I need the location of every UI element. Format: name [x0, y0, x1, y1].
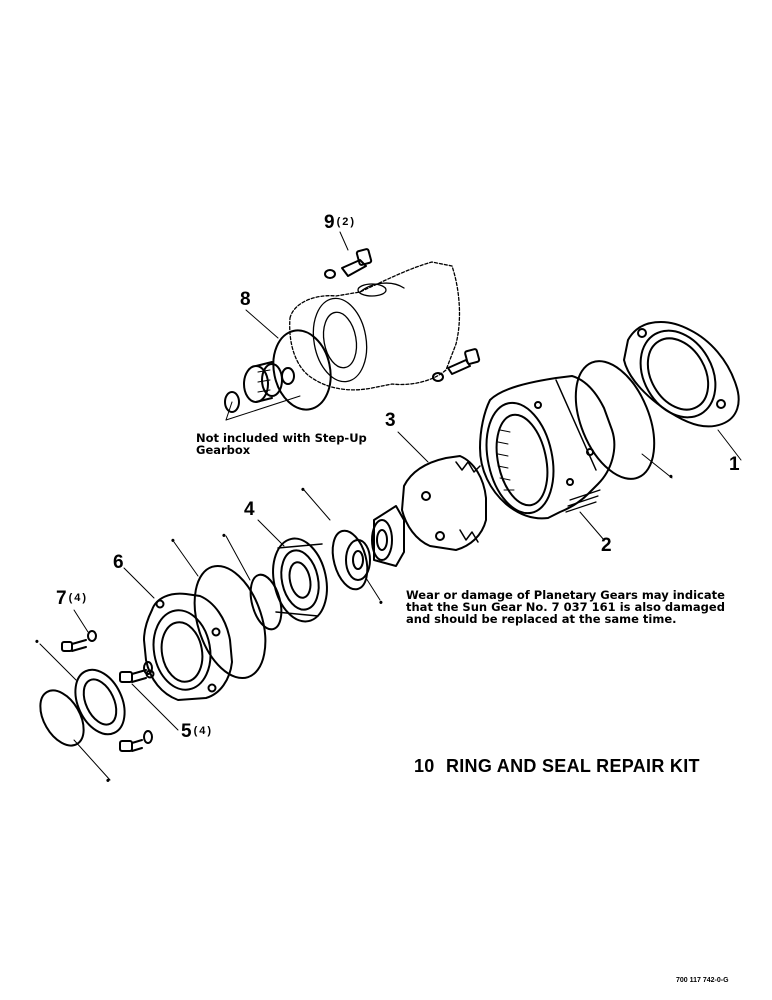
callout-3-number: 3	[385, 410, 396, 431]
part-7-bolt	[61, 630, 97, 652]
repair-kit-title: 10 RING AND SEAL REPAIR KIT	[414, 756, 700, 777]
oil-seal	[74, 668, 126, 736]
callout-8-number: 8	[240, 289, 251, 310]
snap-ring-small	[331, 529, 369, 591]
part-9-bolt	[324, 248, 373, 279]
gasket-ring-lower	[193, 564, 267, 680]
callout-7-number: 7	[56, 588, 67, 609]
callout-6: 6	[113, 552, 124, 574]
part-6-bearing-housing	[143, 592, 233, 701]
callout-8: 8	[240, 289, 251, 311]
step-up-washer	[281, 367, 295, 385]
kit-marker: •	[106, 775, 110, 787]
callout-9-quantity: (2)	[336, 216, 357, 228]
callout-4-number: 4	[244, 499, 255, 520]
callout-5: 5(4)	[181, 721, 213, 743]
part-3-planet-carrier	[371, 455, 487, 567]
kit-marker: •	[379, 597, 383, 609]
callout-2: 2	[601, 535, 612, 557]
part-2-ring-gear-housing	[479, 375, 616, 520]
planetary-gear-note: Wear or damage of Planetary Gears may in…	[406, 588, 725, 626]
callout-7: 7(4)	[56, 588, 88, 610]
repair-kit-label: RING AND SEAL REPAIR KIT	[445, 756, 700, 776]
part-5-bolt-a	[119, 661, 153, 683]
callout-1-number: 1	[729, 454, 740, 475]
part-8-gasket	[272, 329, 332, 411]
part-4-bearing	[272, 537, 328, 623]
snap-ring-medium	[249, 573, 283, 631]
callout-9-number: 9	[324, 212, 335, 233]
leader-lines	[39, 231, 742, 781]
callout-6-number: 6	[113, 552, 124, 573]
callout-1: 1	[729, 454, 740, 476]
callout-3: 3	[385, 410, 396, 432]
figure-code: 700 117 742-0-G	[676, 977, 729, 984]
kit-marker: •	[222, 530, 226, 542]
gearbox-bolt-lower	[432, 348, 481, 382]
part-5-bolt-b	[119, 730, 153, 752]
callout-5-quantity: (4)	[193, 725, 214, 737]
kit-marker: •	[301, 484, 305, 496]
step-up-snap-ring	[224, 391, 240, 413]
gasket-ring-upper	[574, 360, 656, 480]
step-up-note: Not included with Step-Up Gearbox	[196, 431, 367, 457]
step-up-gearbox-housing	[289, 261, 461, 391]
callout-2-number: 2	[601, 535, 612, 556]
part-1-cover-flange	[623, 320, 740, 428]
repair-kit-number: 10	[414, 756, 435, 776]
callout-4: 4	[244, 499, 255, 521]
kit-marker: •	[171, 535, 175, 547]
kit-marker: •	[669, 471, 673, 483]
callout-9: 9(2)	[324, 212, 356, 234]
kit-marker: •	[35, 636, 39, 648]
callout-7-quantity: (4)	[68, 592, 89, 604]
callout-5-number: 5	[181, 721, 192, 742]
sun-gear-washer	[345, 539, 371, 581]
ring-gear-teeth	[497, 429, 515, 491]
